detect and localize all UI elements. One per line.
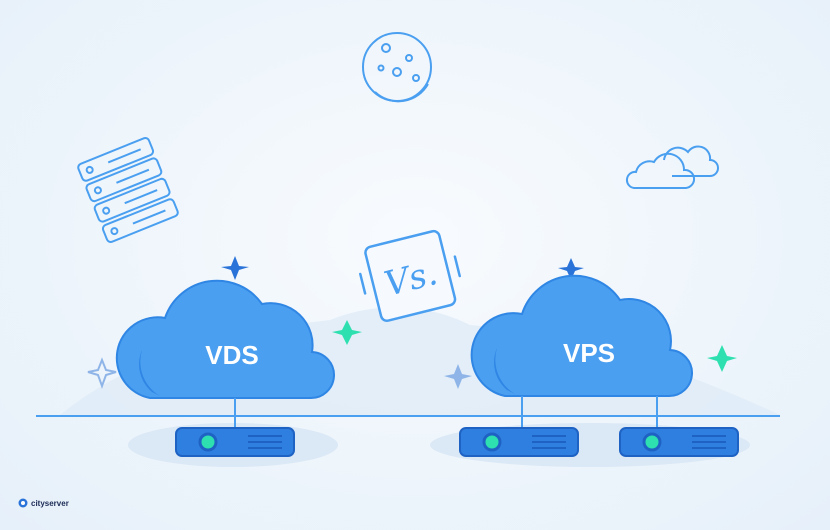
server-unit <box>619 427 739 457</box>
server-unit <box>175 427 295 457</box>
vps-cloud: VPS <box>470 274 694 398</box>
versus-badge: Vs. <box>359 229 461 323</box>
outline-clouds-icon <box>625 145 719 189</box>
brand-logo-icon <box>18 498 28 508</box>
vps-label: VPS <box>563 338 615 368</box>
sparkle-icon <box>332 320 362 345</box>
server-rack-icon <box>77 137 179 243</box>
moon-icon <box>362 32 432 103</box>
server-unit <box>459 427 579 457</box>
brand-name: cityserver <box>31 498 69 508</box>
sparkle-icon <box>707 345 737 372</box>
sparkle-icon <box>221 256 249 280</box>
vds-cloud: VDS <box>115 279 336 400</box>
vds-label: VDS <box>205 340 258 370</box>
sparkle-icon <box>558 258 584 280</box>
brand-watermark: cityserver <box>18 498 69 508</box>
sparkle-icon <box>444 364 472 389</box>
sparkle-icon <box>87 357 117 389</box>
